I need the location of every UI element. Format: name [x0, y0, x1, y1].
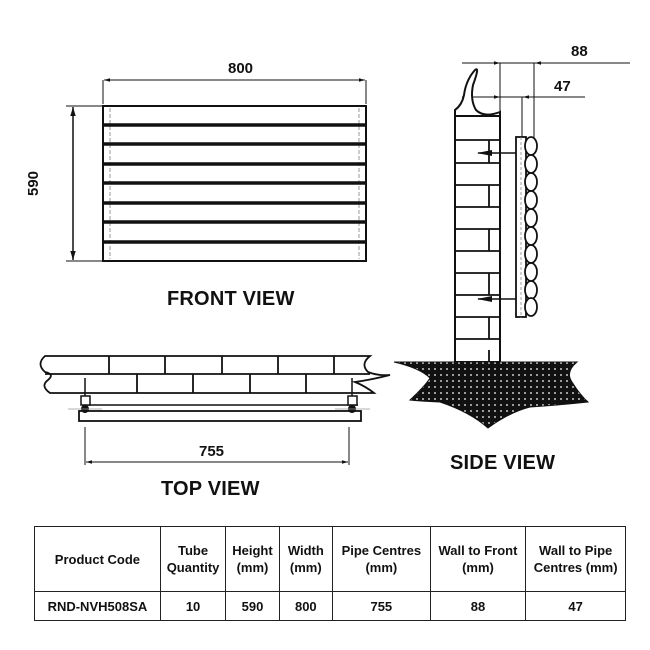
- cell-wall-to-pipe: 47: [525, 591, 626, 621]
- top-view-drawing: [39, 355, 391, 465]
- table-header-row: Product Code Tube Quantity Height (mm) W…: [34, 526, 626, 592]
- header-product-code: Product Code: [34, 526, 161, 592]
- cell-pipe-centres: 755: [332, 591, 431, 621]
- front-view-label: FRONT VIEW: [167, 288, 295, 310]
- pipe-centres-dimension: 755: [199, 443, 225, 460]
- cell-tube-quantity: 10: [159, 591, 227, 621]
- front-width-dimension: 800: [228, 60, 254, 77]
- spec-table: Product Code Tube Quantity Height (mm) W…: [34, 526, 626, 621]
- side-view-label: SIDE VIEW: [450, 452, 556, 474]
- side-view-drawing: [393, 61, 630, 429]
- front-height-dimension: 590: [25, 170, 42, 196]
- header-pipe-centres: Pipe Centres (mm): [332, 526, 431, 592]
- header-height: Height (mm): [225, 526, 280, 592]
- header-wall-to-pipe: Wall to Pipe Centres (mm): [525, 526, 626, 592]
- cell-product-code: RND-NVH508SA: [34, 591, 161, 621]
- cell-width: 800: [278, 591, 334, 621]
- header-width: Width (mm): [278, 526, 334, 592]
- header-wall-to-front: Wall to Front (mm): [429, 526, 527, 592]
- wall-to-front-dimension: 88: [571, 43, 588, 60]
- cell-height: 590: [225, 591, 280, 621]
- wall-to-pipe-dimension: 47: [554, 78, 571, 95]
- header-tube-quantity: Tube Quantity: [159, 526, 227, 592]
- cell-wall-to-front: 88: [429, 591, 527, 621]
- table-row: RND-NVH508SA 10 590 800 755 88 47: [34, 591, 626, 621]
- top-view-label: TOP VIEW: [161, 478, 260, 500]
- front-view-drawing: [66, 78, 367, 262]
